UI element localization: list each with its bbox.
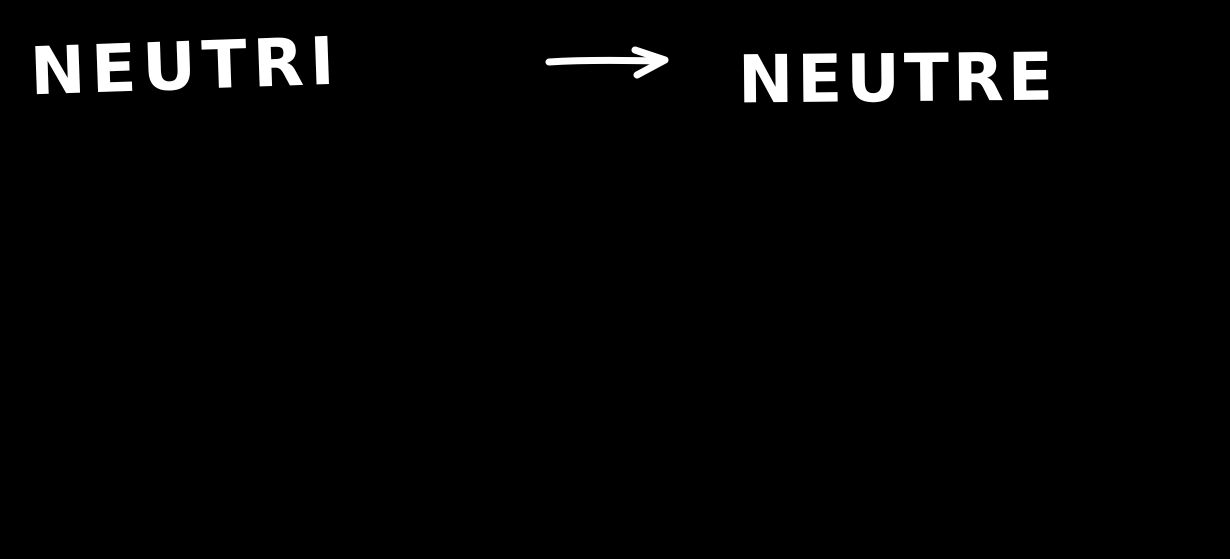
target-word: NEUTRE bbox=[737, 38, 1058, 119]
right-arrow-icon bbox=[545, 46, 669, 79]
source-word: NEUTRI bbox=[28, 22, 342, 111]
